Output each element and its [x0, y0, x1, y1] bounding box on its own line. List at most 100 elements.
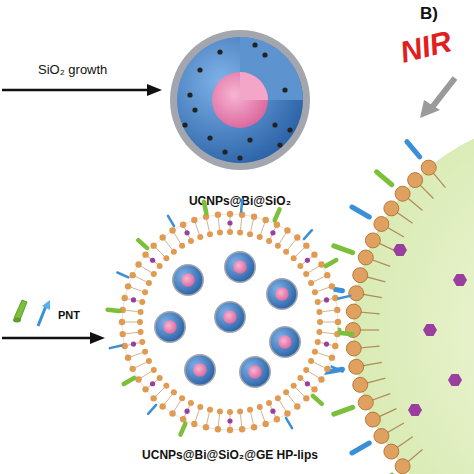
lipid-tail — [309, 371, 319, 377]
lipid-head — [315, 339, 321, 345]
lipid-tail — [207, 220, 210, 232]
silica-shell — [172, 264, 204, 296]
lipid-head — [275, 395, 281, 401]
lipid-head — [291, 383, 297, 389]
drug-molecule — [448, 374, 462, 386]
drug-molecule — [270, 409, 275, 414]
lipid-head — [207, 231, 213, 237]
lipid-head — [239, 211, 245, 217]
lipid-head — [346, 341, 361, 356]
lipid-head — [180, 221, 186, 227]
lipid-head — [197, 234, 203, 240]
lipid-tail — [270, 406, 275, 417]
ucnp-core — [163, 320, 176, 333]
lipid-tail — [261, 410, 265, 421]
lipid-head — [163, 255, 169, 261]
lipid-tail — [279, 401, 285, 411]
lipid-head — [365, 233, 380, 248]
ucnp-core — [212, 72, 268, 128]
bi-dot — [197, 67, 202, 72]
lipid-head — [421, 160, 436, 175]
lipid-head — [262, 217, 268, 223]
surface-ligand — [407, 142, 420, 157]
silica-shell — [239, 356, 271, 388]
arrow-head — [90, 332, 105, 344]
ucnp-core — [233, 260, 246, 273]
panel-letter: B) — [420, 4, 438, 24]
lipid-head — [353, 268, 368, 283]
lipid-tail — [323, 322, 335, 323]
bi-dot — [247, 137, 252, 142]
surface-ligand — [275, 209, 280, 220]
process-label: SiO₂ growth — [38, 62, 107, 77]
lipid-tail — [184, 227, 189, 238]
lipid-head — [395, 186, 410, 201]
lipid-tail — [135, 276, 146, 281]
lipid-head — [294, 234, 300, 240]
drug-molecule — [227, 220, 232, 225]
lipid-head — [266, 400, 272, 406]
lipid-tail — [156, 248, 164, 256]
lipid-head — [157, 375, 163, 381]
bi-dot — [272, 122, 277, 127]
drug-molecule — [393, 244, 407, 256]
lipid-tail — [296, 388, 304, 396]
lipid-head — [318, 261, 324, 267]
ucnp-core — [193, 363, 206, 376]
lipid-tail — [288, 395, 295, 404]
silica-shell — [266, 278, 298, 310]
bi-dot — [182, 122, 187, 127]
ucnp-core — [278, 335, 291, 348]
lipid-head — [274, 416, 280, 422]
large-liposome — [319, 118, 474, 474]
surface-ligand — [334, 246, 353, 253]
lipid-head — [308, 358, 314, 364]
lipid-head — [315, 299, 321, 305]
lipid-tail — [126, 332, 138, 333]
lipid-head — [179, 395, 185, 401]
drug-molecule — [305, 258, 310, 263]
lipid-head — [311, 386, 317, 392]
drug-molecule — [453, 274, 467, 286]
lipid-head — [303, 242, 309, 248]
lipid-tail — [318, 287, 329, 291]
surface-ligand — [304, 230, 312, 239]
lipid-head — [129, 272, 135, 278]
lipid-head — [119, 319, 125, 325]
surface-ligand — [117, 273, 128, 278]
lipid-head — [137, 319, 143, 325]
lipid-head — [125, 283, 131, 289]
surface-ligand — [286, 418, 292, 428]
lipid-head — [266, 238, 272, 244]
ucnp-core — [275, 287, 288, 300]
lipid-head — [169, 227, 175, 233]
lipid-tail — [314, 276, 325, 281]
lipid-head — [191, 421, 197, 427]
lipid-head — [215, 211, 221, 217]
surface-ligand — [181, 424, 186, 435]
drug-molecule — [324, 341, 329, 346]
surface-ligand — [204, 202, 207, 214]
lipid-head — [291, 255, 297, 261]
lipid-head — [297, 375, 303, 381]
lipid-head — [284, 410, 290, 416]
surface-ligand — [110, 346, 122, 349]
bi-dot — [287, 127, 292, 132]
bi-layer — [186, 356, 215, 385]
lipid-head — [311, 251, 317, 257]
lipid-head — [365, 412, 380, 427]
lipid-tail — [318, 353, 329, 357]
bi-dot — [217, 49, 222, 54]
lipid-head — [217, 230, 223, 236]
lipid-tail — [314, 362, 325, 367]
lipid-head — [312, 349, 318, 355]
node-label: UCNPs@Bi@SiO₂ — [165, 194, 315, 208]
lipid-head — [237, 230, 243, 236]
lipid-head — [251, 214, 257, 220]
lipid-head — [171, 249, 177, 255]
lipid-head — [346, 304, 361, 319]
surface-ligand — [138, 240, 147, 248]
lipid-head — [157, 263, 163, 269]
lipid-head — [312, 289, 318, 295]
drug-molecule — [270, 230, 275, 235]
